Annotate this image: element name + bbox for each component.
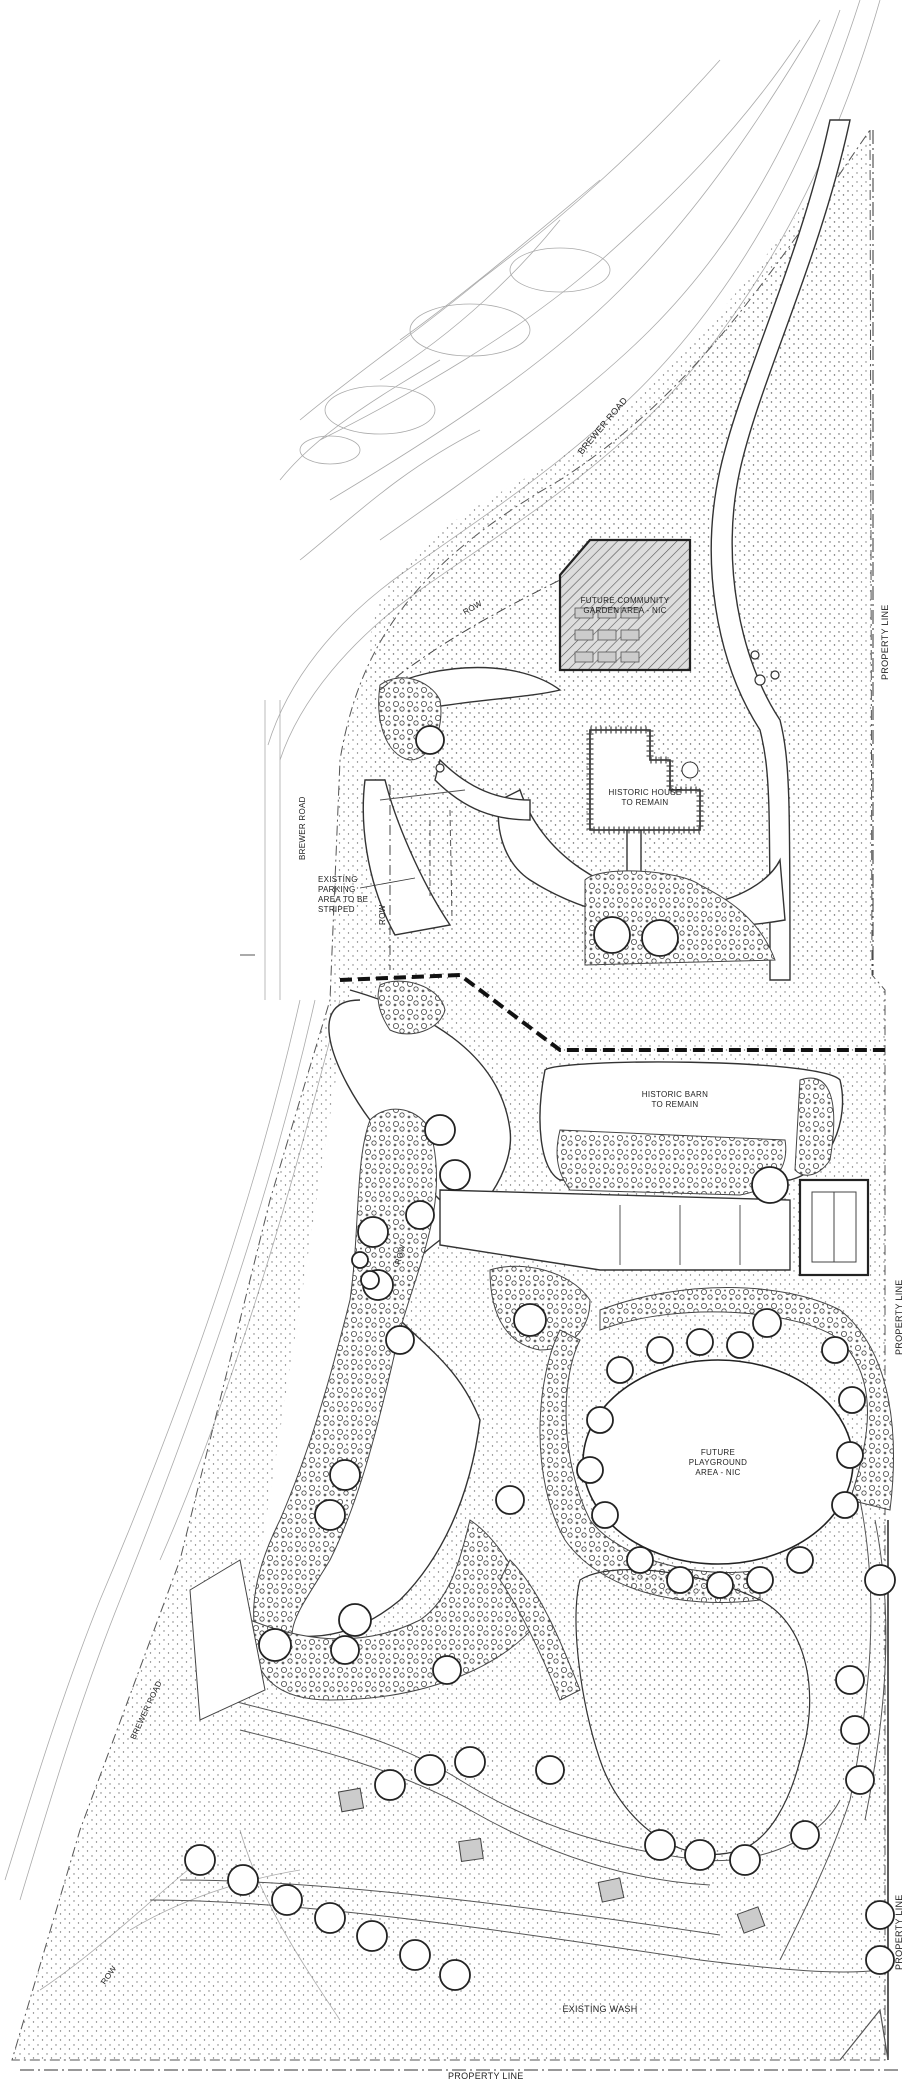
parking-label-1: EXISTING <box>318 875 358 884</box>
playground-label-1: FUTURE <box>701 1448 735 1457</box>
parking-label-3: AREA TO BE <box>318 895 368 904</box>
parking-label-4: STRIPED <box>318 905 355 914</box>
house-label-2: TO REMAIN <box>621 798 668 807</box>
row-label-left: ROW <box>378 904 387 925</box>
house-label-1: HISTORIC HOUSE <box>609 788 682 797</box>
road-label-brewer-west: BREWER ROAD <box>298 796 307 860</box>
playground-label-2: PLAYGROUND <box>689 1458 747 1467</box>
parking-label-2: PARKING <box>318 885 356 894</box>
garden-label-2: GARDEN AREA - NIC <box>583 606 666 615</box>
north-parcel <box>362 119 860 981</box>
phase-line <box>339 972 885 1052</box>
property-line-label-south: PROPERTY LINE <box>448 2071 524 2081</box>
tree-canopies <box>184 1114 896 1991</box>
barn-label-2: TO REMAIN <box>651 1100 698 1109</box>
barn-label-1: HISTORIC BARN <box>642 1090 708 1099</box>
property-line-label-east-top: PROPERTY LINE <box>880 604 890 680</box>
playground-label-3: AREA - NIC <box>695 1468 740 1477</box>
property-line-label-east-mid: PROPERTY LINE <box>894 1279 904 1355</box>
garden-label-1: FUTURE COMMUNITY <box>581 596 670 605</box>
south-parcel <box>149 980 894 1973</box>
property-line-label-east-bottom: PROPERTY LINE <box>894 1894 904 1970</box>
wash-label: EXISTING WASH <box>562 2004 637 2014</box>
